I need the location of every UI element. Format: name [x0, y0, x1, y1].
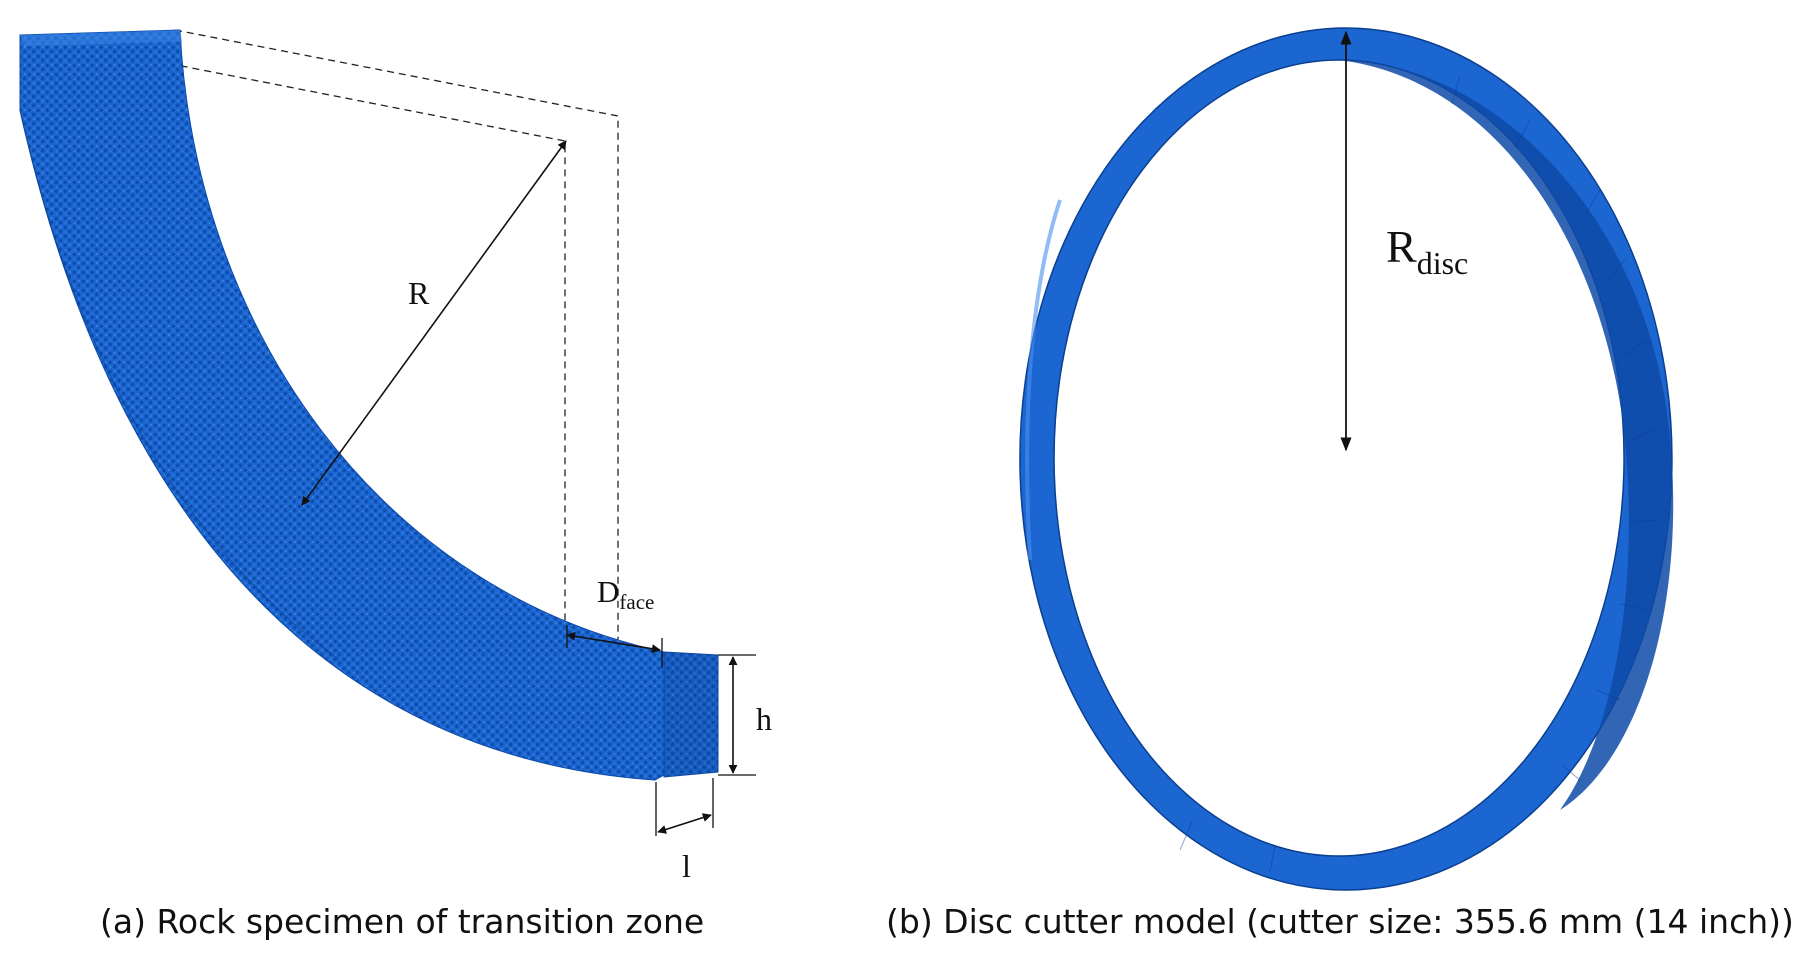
disc-inner-surface	[1339, 60, 1674, 810]
rock-specimen-body	[19, 29, 665, 781]
height-label: h	[756, 701, 772, 737]
face-width-label: Dface	[597, 574, 654, 614]
panel-a-rock-specimen: R Dface h l	[19, 29, 772, 884]
disc-mesh-lines	[1179, 74, 1656, 873]
rock-end-face-shade	[664, 652, 718, 777]
rock-top-face	[20, 30, 182, 46]
disc-radius-label: Rdisc	[1386, 221, 1468, 281]
caption-b: (b) Disc cutter model (cutter size: 355.…	[886, 902, 1794, 941]
rock-inner-edge	[19, 109, 341, 661]
caption-a: (a) Rock specimen of transition zone	[100, 902, 705, 941]
length-label: l	[682, 848, 691, 884]
panel-b-disc-cutter: Rdisc	[1019, 27, 1674, 891]
face-width-arrow	[566, 631, 661, 654]
disc-rim-highlight	[1025, 199, 1062, 561]
radius-label: R	[408, 275, 430, 311]
length-arrow	[657, 813, 712, 834]
radius-arrow	[301, 140, 567, 506]
rock-end-face	[663, 651, 719, 778]
